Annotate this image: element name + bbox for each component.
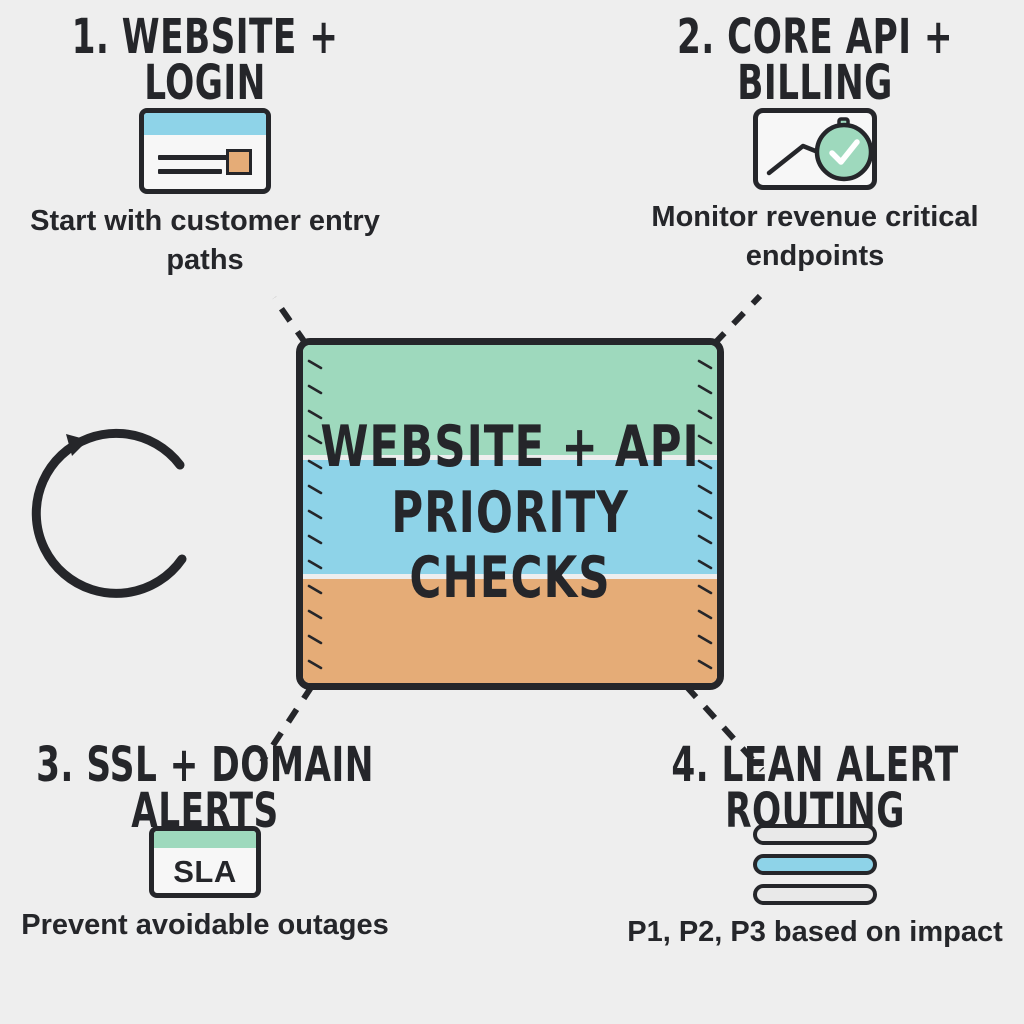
step-2-icon-wrap (753, 107, 877, 190)
step-4-caption: P1, P2, P3 based on impact (627, 915, 1003, 948)
step-block-1: 1. Website + Login Start with customer e… (0, 8, 420, 280)
sla-certificate-icon: SLA (149, 825, 261, 898)
cycle-arrow-icon (31, 428, 187, 598)
step-4-heading: 4. Lean Alert Routing (671, 736, 959, 839)
priority-bars-icon (753, 823, 877, 905)
center-title-line-2: Priority (391, 480, 629, 547)
step-3-heading: 3. SSL + Domain Alerts (36, 736, 374, 839)
step-3-caption: Prevent avoidable outages (21, 908, 389, 941)
step-4-icon-wrap (753, 823, 877, 905)
center-title-line-1: Website + API (320, 414, 700, 481)
connector-1 (271, 296, 309, 346)
step-1-icon-wrap (139, 107, 271, 194)
priority-bar-3 (753, 883, 877, 905)
sla-topbar (154, 830, 256, 848)
center-title-line-3: Checks (409, 545, 611, 612)
center-band-orange (303, 579, 717, 683)
step-1-heading: 1. Website + Login (71, 8, 339, 111)
step-block-2: 2. Core API + Billing Monitor revenue cr… (600, 8, 1024, 276)
browser-accent-square (226, 148, 252, 175)
center-box-title: Website + API Priority Checks (313, 345, 706, 683)
browser-line-2 (158, 168, 222, 174)
chart-line-graphic (766, 117, 874, 182)
center-concept-box: Website + API Priority Checks (296, 338, 724, 690)
sla-label: SLA (173, 853, 237, 889)
uptime-chart-check-icon (753, 107, 877, 190)
step-block-3: 3. SSL + Domain Alerts SLA Prevent avoid… (0, 736, 420, 945)
step-3-icon-wrap: SLA (149, 825, 261, 898)
priority-bar-2 (753, 853, 877, 875)
connector-2 (711, 293, 763, 347)
priority-bar-1 (753, 823, 877, 845)
browser-line-1 (158, 154, 230, 160)
step-block-4: 4. Lean Alert Routing P1, P2, P3 based o… (600, 736, 1024, 952)
browser-window-icon (139, 107, 271, 194)
center-band-green (303, 345, 717, 455)
step-1-caption: Start with customer entry paths (30, 204, 380, 277)
step-2-heading: 2. Core API + Billing (676, 8, 954, 111)
step-2-caption: Monitor revenue critical endpoints (651, 200, 979, 273)
center-band-blue (303, 460, 717, 574)
browser-titlebar (144, 112, 266, 135)
